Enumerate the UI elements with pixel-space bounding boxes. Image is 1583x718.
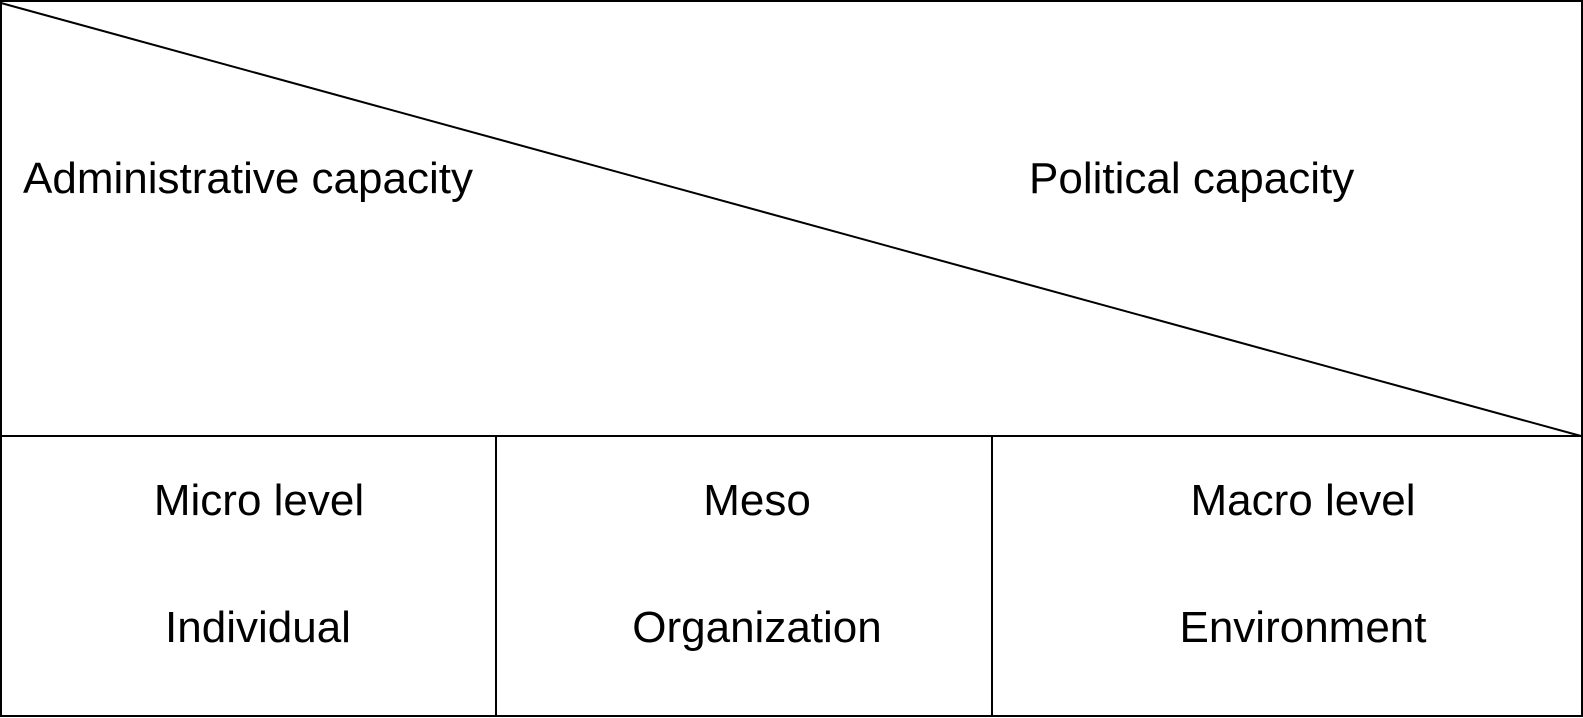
diagonal-divider xyxy=(0,2,1582,437)
administrative-capacity-label: Administrative capacity xyxy=(23,154,473,203)
level-title-macro: Macro level xyxy=(1190,476,1416,525)
level-title-meso: Meso xyxy=(703,476,811,525)
political-capacity-label: Political capacity xyxy=(1029,154,1355,203)
level-subtitle-environment: Environment xyxy=(1179,603,1427,652)
level-title-micro: Micro level xyxy=(153,476,365,525)
level-subtitle-individual: Individual xyxy=(165,603,351,652)
level-subtitle-organization: Organization xyxy=(632,603,882,652)
